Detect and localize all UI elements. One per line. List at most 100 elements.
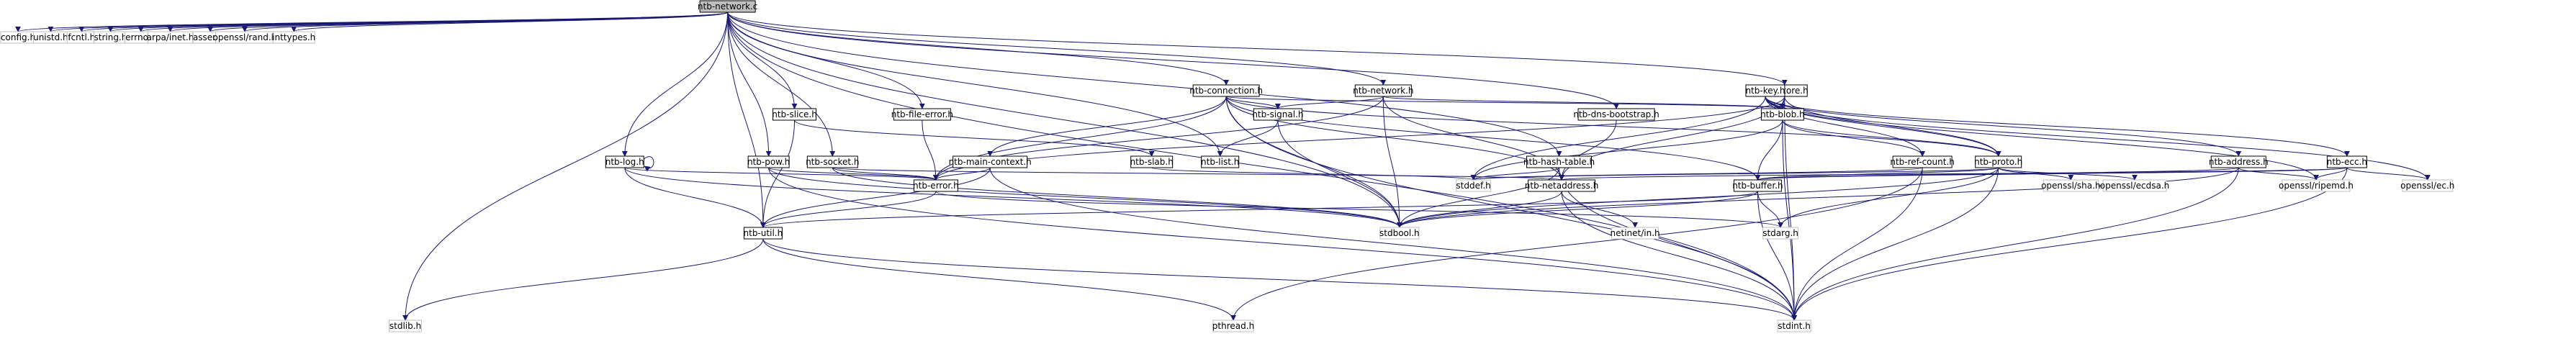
node-stdbool[interactable]: stdbool.h xyxy=(1379,227,1420,240)
edge-root-to-dnsbootstrap xyxy=(727,12,1619,109)
edge-blob-to-stdint xyxy=(1782,119,1798,321)
node-box xyxy=(2326,155,2367,168)
edge-root-to-util xyxy=(727,12,766,228)
node-error[interactable]: ntb-error.h xyxy=(913,179,959,192)
node-label: ntb-signal.h xyxy=(1252,109,1303,119)
node-box xyxy=(2043,179,2099,192)
edge-address-to-stdint xyxy=(1791,167,2239,321)
node-slab[interactable]: ntb-slab.h xyxy=(1130,155,1174,168)
node-buffer[interactable]: ntb-buffer.h xyxy=(1732,179,1783,192)
node-label: ntb-file-error.h xyxy=(891,109,953,119)
node-label: fcntl.h xyxy=(68,32,95,42)
node-label: ntb-network.c xyxy=(698,1,757,12)
node-label: netinet/in.h xyxy=(1611,228,1660,238)
node-fileerror[interactable]: ntb-file-error.h xyxy=(891,108,953,121)
node-netinet[interactable]: netinet/in.h xyxy=(1611,227,1660,240)
node-label: ntb-buffer.h xyxy=(1732,181,1783,191)
edge-netaddress-to-stdbool xyxy=(1396,191,1562,228)
node-ripemd[interactable]: openssl/ripemd.h xyxy=(2279,179,2354,192)
node-label: stdlib.h xyxy=(389,321,421,331)
edge-root-to-stdbool xyxy=(727,12,1402,228)
node-label: arpa/inet.h xyxy=(147,32,194,42)
node-netaddress[interactable]: ntb-netaddress.h xyxy=(1525,179,1599,192)
node-label: ntb-main-context.h xyxy=(949,157,1032,167)
node-connection[interactable]: ntb-connection.h xyxy=(1189,84,1263,97)
node-label: ntb-dns-bootstrap.h xyxy=(1573,109,1659,119)
node-label: unistd.h xyxy=(33,32,68,42)
node-box xyxy=(743,227,783,240)
edge-util-to-stdint xyxy=(762,238,1797,321)
node-label: ntb-pow.h xyxy=(747,157,790,167)
node-blob[interactable]: ntb-blob.h xyxy=(1760,108,1805,121)
node-label: config.h xyxy=(1,32,35,42)
edge-log-to-stdbool xyxy=(624,167,1402,228)
node-stdlib[interactable]: stdlib.h xyxy=(389,319,423,332)
edge-root-to-arpainet xyxy=(167,12,729,32)
edge-key-to-address xyxy=(1765,96,2242,157)
edge-network-to-blob xyxy=(1382,96,1785,109)
node-network[interactable]: ntb-network.h xyxy=(1353,84,1414,97)
node-box xyxy=(147,31,193,44)
node-root[interactable]: ntb-network.c xyxy=(698,0,757,13)
node-proto[interactable]: ntb-proto.h xyxy=(1974,155,2022,168)
node-unistd[interactable]: unistd.h xyxy=(32,31,68,44)
edge-slab-to-stddef xyxy=(1151,167,1477,181)
node-signal[interactable]: ntb-signal.h xyxy=(1252,108,1304,121)
node-sha[interactable]: openssl/sha.h xyxy=(2041,179,2101,192)
node-socket[interactable]: ntb-socket.h xyxy=(806,155,860,168)
edge-blob-to-buffer xyxy=(1755,119,1783,181)
node-box xyxy=(1577,108,1655,121)
edge-mainctx-to-util xyxy=(760,167,991,228)
node-pthread[interactable]: pthread.h xyxy=(1212,319,1254,332)
node-box xyxy=(1777,319,1811,332)
node-list[interactable]: ntb-list.h xyxy=(1201,155,1239,168)
node-dnsbootstrap[interactable]: ntb-dns-bootstrap.h xyxy=(1573,108,1659,121)
edge-blob-to-proto xyxy=(1782,119,2001,157)
node-box xyxy=(1212,319,1254,332)
node-label: stddef.h xyxy=(1456,181,1490,191)
node-slice[interactable]: ntb-slice.h xyxy=(772,108,817,121)
node-log[interactable]: ntb-log.h xyxy=(605,155,644,168)
edge-error-to-stdarg xyxy=(935,191,1783,228)
edge-proto-to-buffer xyxy=(1755,167,1999,181)
node-mainctx[interactable]: ntb-main-context.h xyxy=(949,155,1032,168)
node-stdarg[interactable]: stdarg.h xyxy=(1762,227,1799,240)
edge-log-to-util xyxy=(624,167,766,228)
node-hashtable[interactable]: ntb-hash-table.h xyxy=(1523,155,1595,168)
edge-root-to-opensslrand xyxy=(242,12,729,32)
edge-log-to-error xyxy=(624,167,939,181)
edge-util-to-stdlib xyxy=(402,238,764,321)
node-config[interactable]: config.h xyxy=(0,31,36,44)
node-label: pthread.h xyxy=(1212,321,1254,331)
node-stdint[interactable]: stdint.h xyxy=(1777,319,1811,332)
edge-hashtable-to-stdint xyxy=(1559,167,1798,321)
node-box xyxy=(913,179,958,192)
node-label: ntb-log.h xyxy=(605,157,644,167)
node-util[interactable]: ntb-util.h xyxy=(743,227,783,240)
edge-root-to-hashtable xyxy=(727,12,1562,157)
node-label: ntb-slab.h xyxy=(1130,157,1174,167)
node-box xyxy=(2102,179,2167,192)
node-opensslrand[interactable]: openssl/rand.h xyxy=(213,31,277,44)
node-arpainet[interactable]: arpa/inet.h xyxy=(147,31,194,44)
node-label: ntb-blob.h xyxy=(1760,109,1805,119)
node-label: string.h xyxy=(94,32,127,42)
node-box xyxy=(1892,155,1953,168)
node-box xyxy=(1762,227,1799,240)
node-string[interactable]: string.h xyxy=(93,31,127,44)
node-refcount[interactable]: ntb-ref-count.h xyxy=(1890,155,1955,168)
node-inttypes[interactable]: inttypes.h xyxy=(272,31,315,44)
node-ecc[interactable]: ntb-ecc.h xyxy=(2326,155,2367,168)
edge-socket-to-stdbool xyxy=(832,167,1402,228)
node-address[interactable]: ntb-address.h xyxy=(2209,155,2269,168)
node-stddef[interactable]: stddef.h xyxy=(1456,179,1492,192)
node-label: ntb-network.h xyxy=(1353,86,1413,96)
node-pow[interactable]: ntb-pow.h xyxy=(747,155,790,168)
node-box xyxy=(1528,179,1596,192)
node-ec[interactable]: openssl/ec.h xyxy=(2400,179,2454,192)
node-ecdsa[interactable]: openssl/ecdsa.h xyxy=(2100,179,2169,192)
node-box xyxy=(1975,155,2022,168)
node-key[interactable]: ntb-key.h xyxy=(1745,84,1785,97)
node-fcntl[interactable]: fcntl.h xyxy=(66,31,96,44)
edge-slice-to-slab xyxy=(794,119,1155,157)
